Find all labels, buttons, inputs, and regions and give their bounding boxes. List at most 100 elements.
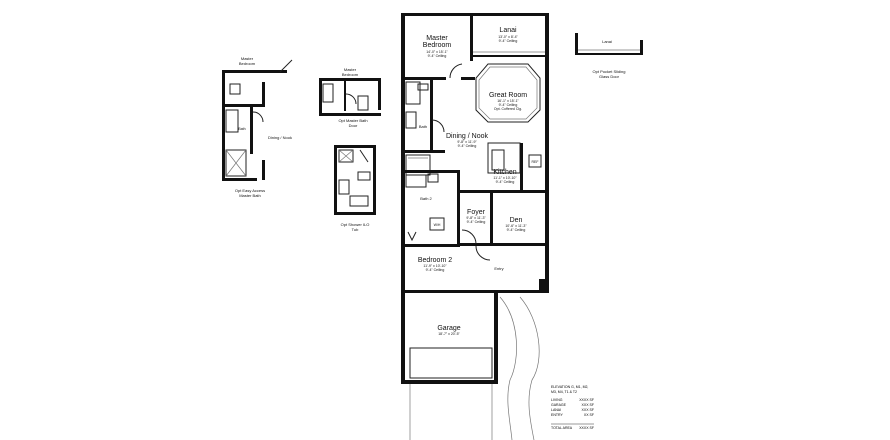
great-room-dims: 16'-1" x 15'-1" xyxy=(497,99,519,103)
area-table: ELEVATION G, M1, M2,M3, M4, T1 & T2 LIVI… xyxy=(551,385,594,430)
area-row-value: XX SF xyxy=(584,413,594,417)
foyer-den-wall xyxy=(490,193,493,243)
master-shower xyxy=(405,111,417,129)
area-total-value: XXXX SF xyxy=(579,426,594,430)
bath2-top-wall xyxy=(405,170,457,173)
walkway-left xyxy=(499,296,517,440)
master-lanai-wall xyxy=(470,13,473,61)
door-swing xyxy=(279,59,293,73)
garage-label: Garage xyxy=(437,325,460,332)
great-room-label: Great Room xyxy=(489,92,527,99)
tub xyxy=(322,83,334,103)
bath-door-swing xyxy=(252,111,264,123)
master-bedroom-dims: 14'-0" x 15'-1" xyxy=(426,50,448,54)
master-bedroom-ceiling: 9'-4" Ceiling xyxy=(428,54,447,58)
vanity xyxy=(349,195,369,207)
bedroom2-label: Bedroom 2 xyxy=(418,257,452,264)
refrigerator xyxy=(528,154,542,168)
great-room-note: Opt. Coffered Clg. xyxy=(494,107,522,111)
exterior-wall-bottom xyxy=(401,380,498,384)
lanai-label: Lanai xyxy=(499,27,517,34)
kitchen-bottom-wall xyxy=(460,190,548,193)
pocket-lanai-label: Lanai xyxy=(602,39,612,44)
easy-access-bath-label: Bath xyxy=(238,127,245,131)
kitchen-wall xyxy=(520,143,523,191)
entry-door-swing xyxy=(475,245,491,261)
kitchen-dims: 11'-1" x 10'-10" xyxy=(493,176,517,180)
bath-label: Bath xyxy=(419,124,427,129)
garage-door-opening xyxy=(409,347,493,379)
easy-access-dining-label: Dining / Nook xyxy=(268,135,292,140)
foyer-bottom-wall xyxy=(460,243,548,246)
water-heater xyxy=(429,217,445,231)
bath-side-wall xyxy=(430,80,433,152)
wh-label: W/H xyxy=(434,223,441,227)
exterior-wall-right-upper xyxy=(545,13,549,293)
coffered-ceiling xyxy=(475,63,541,123)
area-row-value: XXX SF xyxy=(582,403,594,407)
vanity-sink xyxy=(417,83,429,91)
walkway-right xyxy=(519,296,540,440)
area-title: ELEVATION G, M1, M2,M3, M4, T1 & T2 xyxy=(551,385,588,394)
garage-right-wall xyxy=(494,290,498,384)
bath2-tub xyxy=(405,174,427,188)
area-row-label: ENTRY xyxy=(551,413,563,417)
foyer-ceiling: 9'-4" Ceiling xyxy=(467,220,486,224)
kitchen-island xyxy=(491,149,505,171)
master-bath-wall xyxy=(401,77,446,80)
area-row-label: LANAI xyxy=(551,408,561,412)
area-total-label: TOTAL AREA xyxy=(551,426,573,430)
den-ceiling: 9'-4" Ceiling xyxy=(507,228,526,232)
great-room-ceiling: 9'-4" Ceiling xyxy=(499,103,518,107)
den-label: Den xyxy=(510,217,523,224)
kitchen-label: Kitchen xyxy=(493,169,516,176)
sink xyxy=(357,171,371,181)
bath2-right-wall xyxy=(457,170,460,245)
area-row-value: XXXX SF xyxy=(579,398,594,402)
garage-dims: 18'-7" x 20'-5" xyxy=(438,332,460,336)
ref-label: REF xyxy=(532,160,539,164)
tub xyxy=(225,109,239,133)
bath2-label: Bath 2 xyxy=(420,196,432,201)
vanity xyxy=(357,95,369,111)
entry-front-wall xyxy=(494,290,549,293)
area-row-label: LIVING xyxy=(551,398,563,402)
master-tub xyxy=(405,81,421,105)
shower xyxy=(338,149,354,163)
dining-nook-ceiling: 9'-4" Ceiling xyxy=(458,144,477,148)
shower xyxy=(225,149,247,177)
exterior-wall-top xyxy=(401,13,548,16)
bedroom2-top-wall xyxy=(405,244,460,247)
entry-label: Entry xyxy=(494,266,503,271)
foyer-door-swing xyxy=(461,229,477,245)
bath-door-swing xyxy=(345,93,357,105)
dining-nook-label: Dining / Nook xyxy=(446,133,489,140)
vanity xyxy=(229,83,241,95)
den-dims: 10'-6" x 11'-3" xyxy=(505,224,527,228)
garage-top-wall xyxy=(405,290,495,293)
lanai-ceiling: 9'-4" Ceiling xyxy=(499,39,518,43)
bath-bottom-wall xyxy=(405,150,445,153)
closet-arrow xyxy=(407,231,417,242)
exterior-wall-left xyxy=(401,13,405,383)
master-door-swing xyxy=(449,63,463,79)
bedroom2-dims: 11'-9" x 10'-10" xyxy=(423,264,447,268)
entry-column xyxy=(539,279,549,293)
dining-nook-dims: 9'-8" x 11'-9" xyxy=(457,140,477,144)
bath2-sink xyxy=(427,173,439,183)
bedroom2-ceiling: 9'-4" Ceiling xyxy=(426,268,445,272)
area-row-label: GARAGE xyxy=(551,403,567,407)
